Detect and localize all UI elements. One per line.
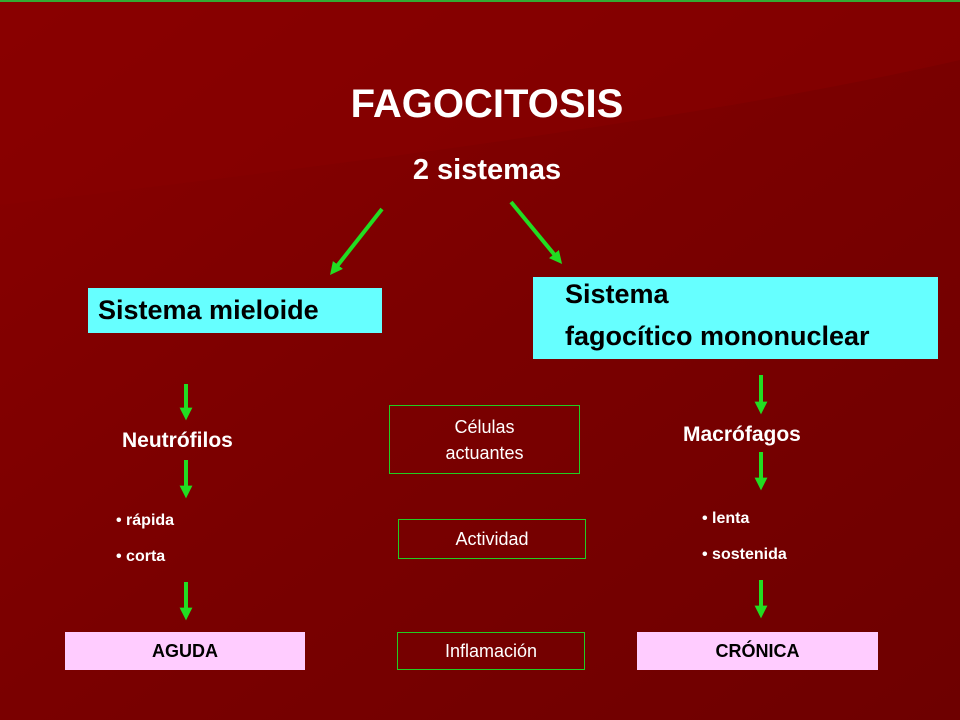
arrow-to-mononuclear [509, 200, 563, 264]
trait-corta: • corta [116, 548, 166, 565]
page-title: FAGOCITOSIS [350, 82, 624, 126]
mononuclear-system-box: Sistema fagocítico mononuclear [533, 277, 938, 359]
mononuclear-label-line1: Sistema [565, 279, 669, 309]
trait-lenta-text: lenta [712, 510, 750, 527]
trait-rapida: • rápida [116, 512, 175, 529]
criterion-inflammation-box: Inflamación [397, 632, 585, 670]
trait-corta-text: corta [126, 548, 166, 565]
trait-lenta: • lenta [702, 510, 750, 527]
trait-sostenida: • sostenida [702, 546, 787, 563]
neutrofilos-label: Neutrófilos [122, 429, 233, 452]
subtitle: 2 sistemas [412, 154, 562, 186]
trait-rapida-text: rápida [126, 512, 175, 529]
aguda-box: AGUDA [65, 632, 305, 670]
criterion-cells-line2: actuantes [445, 443, 524, 463]
myeloid-system-box: Sistema mieloide [88, 288, 382, 333]
criterion-cells-line1: Células [454, 417, 515, 437]
criterion-cells-box: Células actuantes [389, 405, 580, 474]
cronica-box: CRÓNICA [637, 632, 878, 670]
criterion-activity-box: Actividad [398, 519, 586, 559]
trait-sostenida-text: sostenida [712, 546, 787, 563]
macrofagos-label: Macrófagos [683, 423, 801, 446]
arrow-to-myeloid [330, 207, 384, 276]
mononuclear-label-line2: fagocítico mononuclear [565, 321, 870, 351]
